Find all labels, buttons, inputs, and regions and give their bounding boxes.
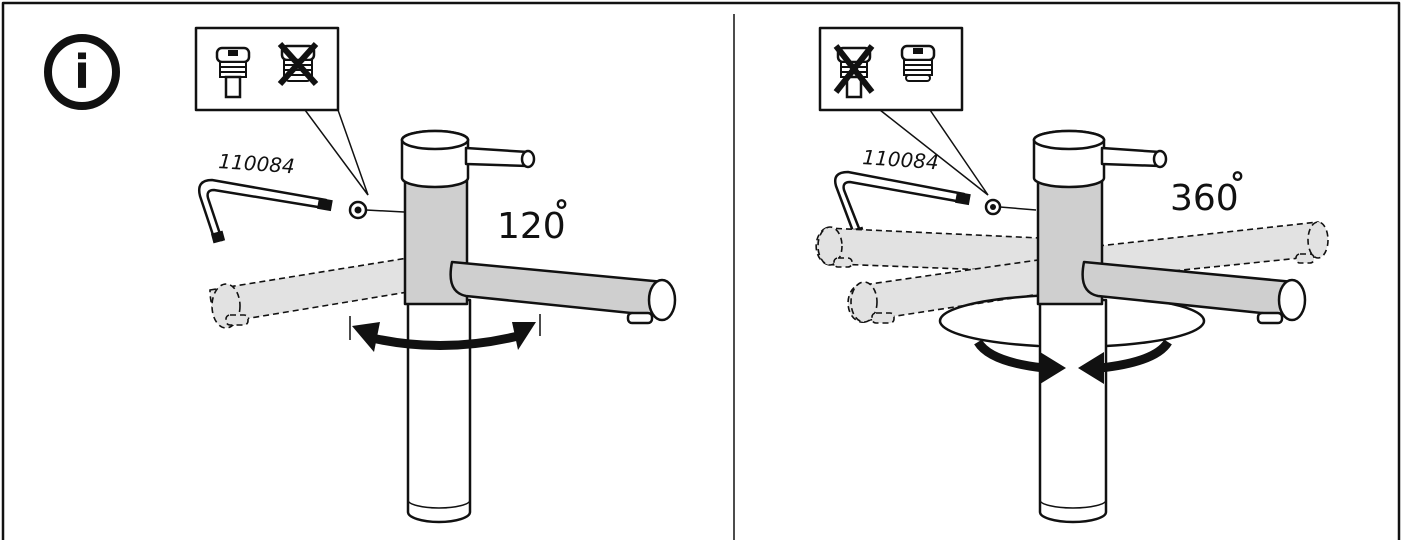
faucet-icon (209, 129, 677, 524)
faucet-spout (1081, 260, 1296, 318)
degree-symbol: ° (554, 195, 569, 230)
faucet-icon (815, 129, 1329, 524)
faucet-spout (449, 260, 666, 318)
callout-pointer (879, 109, 989, 196)
rotation-arrow-icon (349, 314, 541, 352)
degree-symbol: ° (1230, 167, 1245, 202)
faucet-lever (464, 146, 532, 168)
panel-left: i (44, 26, 677, 524)
screw-icon (900, 44, 936, 82)
screw-callout (194, 26, 369, 196)
part-code-label: 110084 (862, 145, 940, 174)
set-screw-icon (348, 200, 405, 220)
screw-icon (215, 46, 251, 99)
faucet-base (406, 298, 472, 524)
rotation-arrow-icon (974, 339, 1172, 384)
callout-box (194, 26, 340, 112)
angle-value: 120 (497, 206, 566, 247)
rotation-angle-label: 360 ° (1170, 167, 1245, 219)
angle-value: 360 (1170, 178, 1239, 219)
callout-pointer (304, 109, 369, 196)
crossed-screw-icon (277, 41, 319, 87)
panel-right: 110084 (815, 26, 1329, 524)
part-code-label: 110084 (218, 149, 296, 178)
screw-callout (818, 26, 989, 196)
allen-key-icon (834, 170, 971, 240)
faucet-base (1038, 298, 1108, 524)
info-letter: i (74, 45, 90, 99)
set-screw-icon (984, 198, 1037, 216)
ghost-spout (209, 255, 423, 323)
rotation-angle-label: 120 ° (497, 195, 569, 247)
crossed-screw-icon (833, 44, 875, 99)
information-icon: i (44, 34, 120, 110)
allen-key-icon (198, 178, 333, 244)
